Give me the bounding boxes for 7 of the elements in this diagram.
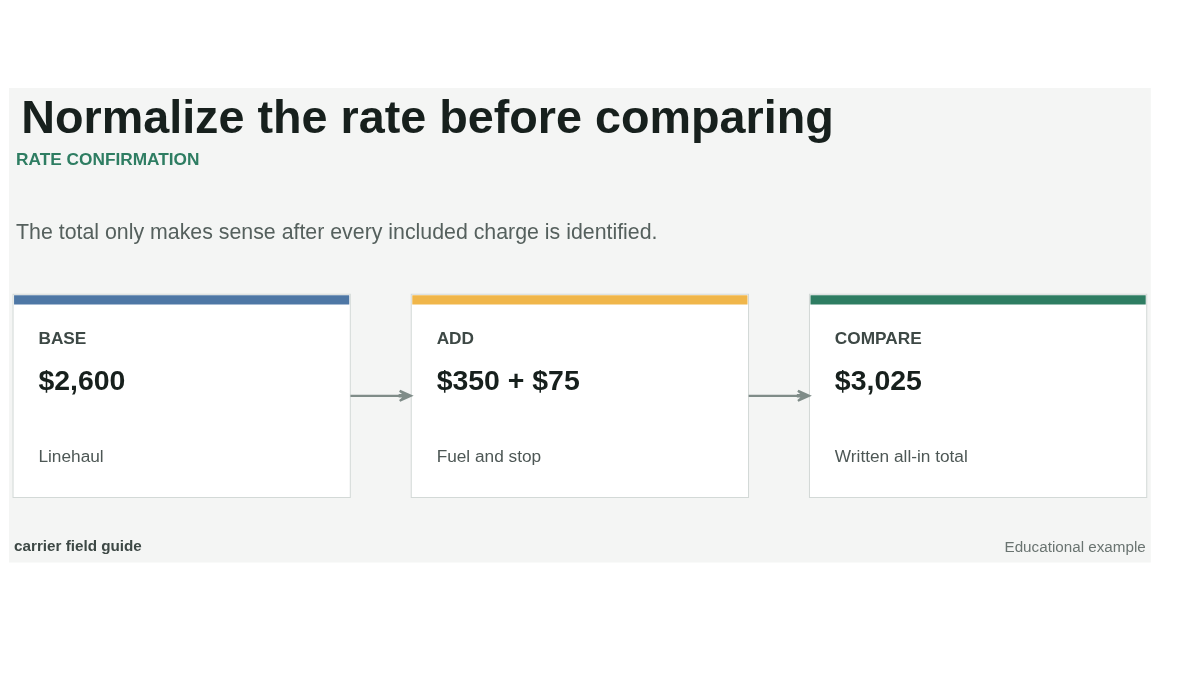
- label: RATE CONFIRMATION: [16, 148, 200, 169]
- label: carrier field guide: [14, 536, 142, 554]
- label: Educational example: [1004, 537, 1146, 555]
- arrow: [748, 389, 811, 402]
- diagram-title: Normalize the rate before comparing: [21, 89, 834, 142]
- label: The total only makes sense after every included charge is identified.: [16, 219, 658, 244]
- arrow: [350, 389, 413, 402]
